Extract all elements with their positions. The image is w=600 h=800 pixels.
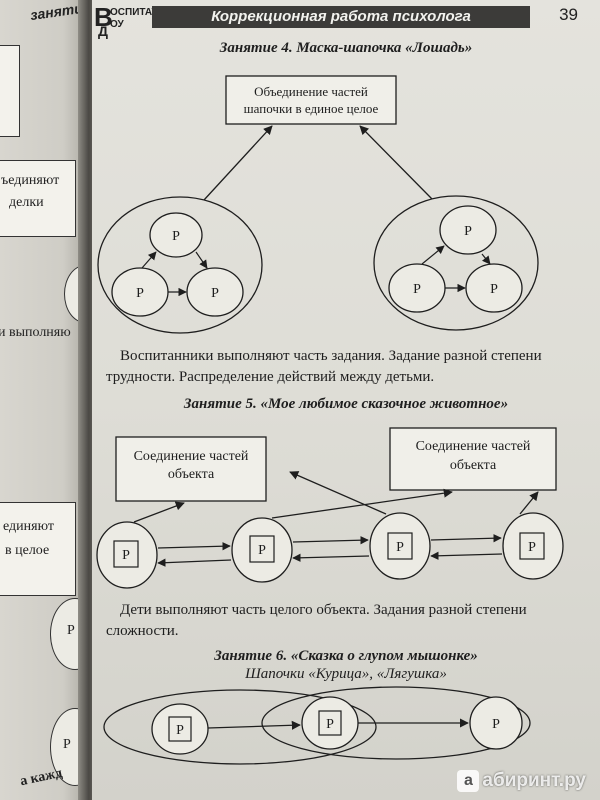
lesson5-pair1-back [157,558,232,567]
left-fragment-8: а кажд [18,765,64,790]
logo-word-bottom: ОУ [110,19,124,30]
lesson5-pair3-forward [430,534,502,543]
lesson5-box-right-line1: Соединение частей [416,439,531,454]
lesson4-title: Занятие 4. Маска-шапочка «Лошадь» [219,40,473,56]
lesson4-box-line1: Объединение частей [254,84,368,99]
running-header: Коррекционная работа психолога [152,6,530,28]
book-gutter [78,0,96,800]
lesson4-left-node-top [149,212,203,258]
lesson4-left-node-bottom-right [186,267,244,317]
lesson6-square-2 [318,710,342,736]
lesson6-group-right [261,686,531,760]
lesson4-right-node-bottom-right [465,263,523,313]
lesson5-pair1-forward [157,542,231,551]
lesson4-target-box [225,75,397,125]
lesson6-node1-label: Р [176,723,184,738]
lesson5-title: Занятие 5. «Мое любимое сказочное животн… [183,396,509,412]
lesson5-arrow-3 [289,471,387,515]
lesson6-node3-label: Р [492,717,500,732]
lesson6-group-left [103,689,377,765]
watermark-badge: а [457,769,480,792]
lesson5-caption: Дети выполняют часть целого объекта. Зад… [106,602,527,639]
left-fragment-1: ъединяют [1,173,60,188]
logo-word-top: ОСПИТАТЕЛЬ [110,7,179,18]
left-fragment-6: Р [67,623,75,638]
lesson4-arrow-left [203,125,273,201]
lesson5-node-1 [96,521,158,589]
lesson6-subtitle: Шапочки «Курица», «Лягушка» [245,666,447,682]
lesson5-box-left [115,436,267,502]
lesson5-node-3 [369,512,431,580]
lesson4-arrow-right [359,125,433,200]
lesson6-node2-label: Р [326,717,334,732]
lesson5-arrow-1 [133,501,185,523]
lesson5-box-left-line1: Соединение частей [134,449,249,464]
lesson6-node-3 [469,696,523,750]
lesson5-pair2-forward [292,536,369,545]
lesson5-node4-label: Р [528,540,536,555]
left-facing-page: занятий п ъединяют делки и выполняю един… [0,0,90,800]
lesson4-group-left [97,196,263,334]
left-fragment-2: делки [9,195,44,210]
lesson4-left-edge-2 [195,251,208,269]
lesson6-square-1 [168,716,192,742]
lesson5-pair3-back [430,551,503,560]
lesson5-node1-label: Р [122,548,130,563]
left-box-1 [0,45,20,137]
lesson4-right-edge-2 [481,253,491,265]
logo-letter-bottom: Д [98,23,108,39]
lesson4-left-top-label: Р [172,229,180,244]
lesson5-square-3 [387,532,413,560]
lesson5-arrow-4 [519,491,539,515]
lesson5-box-left-line2: объекта [168,467,215,482]
lesson4-left-edge-1 [141,251,157,269]
left-fragment-4: единяют [3,519,54,534]
lesson5-box-right-line2: объекта [450,458,497,473]
lesson4-right-edge-1 [421,245,445,265]
left-fragment-7: Р [63,737,71,752]
left-fragment-3: и выполняю [0,325,71,340]
page-number: 39 [559,5,578,24]
lesson5-node-4 [502,512,564,580]
logo-letter-top: В [94,2,113,32]
lesson4-left-br-label: Р [211,286,219,301]
magazine-logo: В ОСПИТАТЕЛЬ Д ОУ [94,2,179,39]
left-box-3: единяют в целое [0,502,76,596]
lesson5-square-4 [519,532,545,560]
lesson6-node-1 [151,703,209,755]
lesson4-right-bl-label: Р [413,282,421,297]
lesson5-node-2 [231,517,293,583]
lesson5-arrow-2 [271,488,453,519]
lesson4-right-node-top [439,205,497,255]
diagrams: Р Р Р Р Р Р Р Р Р Р Р Р Р Объединение ча… [96,75,564,765]
lesson5-box-right [389,427,557,491]
left-box-2: ъединяют делки [0,160,76,237]
lesson6-title: Занятие 6. «Сказка о глупом мышонке» [214,648,478,664]
book-page: В ОСПИТАТЕЛЬ Д ОУ Коррекционная работа п… [92,0,600,800]
lesson4-caption: Воспитанники выполняют часть задания. За… [106,348,542,385]
lesson4-right-br-label: Р [490,282,498,297]
lesson4-group-right [373,195,539,331]
lesson4-left-bl-label: Р [136,286,144,301]
lesson6-arrow-1 [207,720,301,730]
lesson5-square-2 [249,535,275,563]
watermark-text: абиринт.ру [482,770,586,791]
lesson5-node3-label: Р [396,540,404,555]
lesson5-node2-label: Р [258,543,266,558]
lesson4-box-line2: шапочки в единое целое [244,101,379,116]
lesson4-right-top-label: Р [464,224,472,239]
left-fragment-5: в целое [5,543,50,558]
lesson5-pair2-back [292,553,370,562]
lesson5-square-1 [113,540,139,568]
